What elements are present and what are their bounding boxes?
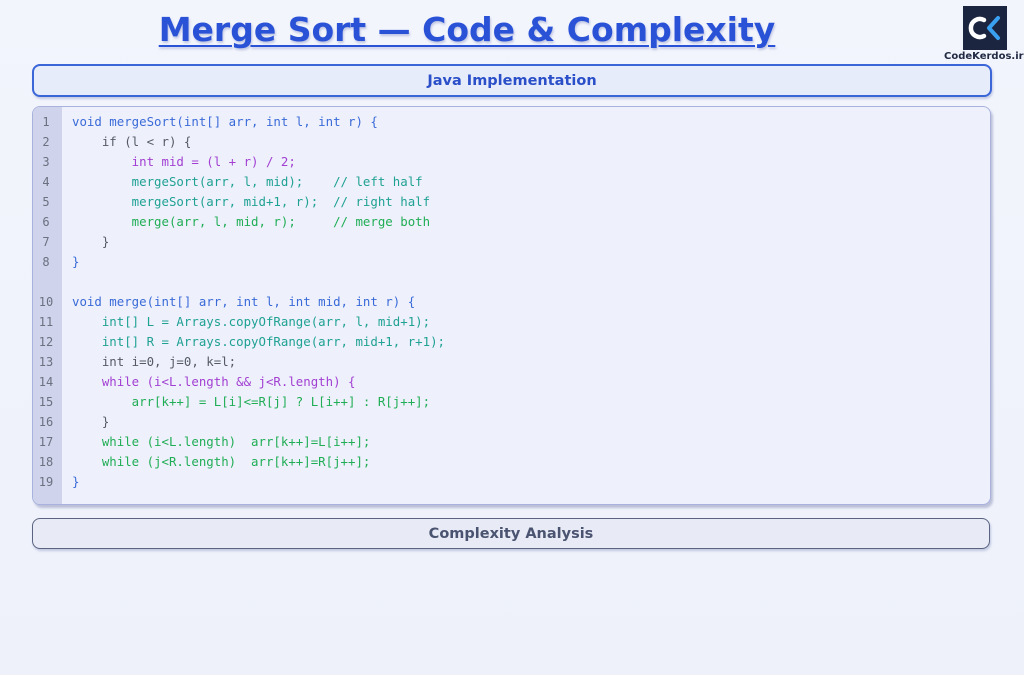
code-text: } xyxy=(72,474,80,489)
line-number-gutter xyxy=(33,107,62,504)
section-header-complexity-analysis[interactable]: Complexity Analysis xyxy=(32,518,990,549)
line-number: 2 xyxy=(42,135,50,149)
line-number: 10 xyxy=(38,295,54,309)
line-number: 13 xyxy=(38,355,54,369)
line-number: 1 xyxy=(42,115,50,129)
line-number: 16 xyxy=(38,415,54,429)
section-header-java-implementation: Java Implementation xyxy=(32,64,992,97)
code-text: void merge(int[] arr, int l, int mid, in… xyxy=(72,294,416,309)
code-block: 1 void mergeSort(int[] arr, int l, int r)… xyxy=(32,106,991,505)
code-text: int mid = (l + r) / 2; xyxy=(72,154,296,169)
line-number: 17 xyxy=(38,435,54,449)
logo-text: CodeKerdos.ir xyxy=(944,51,1024,62)
line-number: 7 xyxy=(42,235,50,249)
page-title: Merge Sort — Code & Complexity xyxy=(158,10,776,49)
code-text: merge(arr, l, mid, r); // merge both xyxy=(72,214,431,229)
code-text: while (i<L.length && j<R.length) { xyxy=(72,374,356,389)
line-number: 8 xyxy=(42,255,50,269)
code-text: } xyxy=(72,254,80,269)
code-text: mergeSort(arr, mid+1, r); // right half xyxy=(72,194,431,209)
code-text: } xyxy=(72,234,110,249)
code-text: if (l < r) { xyxy=(72,134,192,149)
line-number: 4 xyxy=(42,175,50,189)
code-text: mergeSort(arr, l, mid); // left half xyxy=(72,174,423,189)
line-number: 6 xyxy=(42,215,50,229)
line-number: 12 xyxy=(38,335,54,349)
code-text: while (i<L.length) arr[k++]=L[i++]; xyxy=(72,434,371,449)
code-text: void mergeSort(int[] arr, int l, int r) … xyxy=(72,114,378,129)
ck-logo-icon xyxy=(963,6,1007,50)
line-number: 19 xyxy=(38,475,54,489)
line-number: 14 xyxy=(38,375,54,389)
line-number: 15 xyxy=(38,395,54,409)
code-text: int[] R = Arrays.copyOfRange(arr, mid+1,… xyxy=(72,334,445,349)
code-text: int i=0, j=0, k=l; xyxy=(72,354,237,369)
section-title: Java Implementation xyxy=(427,72,597,89)
line-number: 18 xyxy=(38,455,54,469)
code-text: int[] L = Arrays.copyOfRange(arr, l, mid… xyxy=(72,314,431,329)
code-text: } xyxy=(72,414,110,429)
code-text: arr[k++] = L[i]<=R[j] ? L[i++] : R[j++]; xyxy=(72,394,431,409)
line-number: 3 xyxy=(42,155,50,169)
code-text: while (j<R.length) arr[k++]=R[j++]; xyxy=(72,454,371,469)
line-number: 5 xyxy=(42,195,50,209)
line-number: 11 xyxy=(38,315,54,329)
section-title: Complexity Analysis xyxy=(428,525,594,542)
